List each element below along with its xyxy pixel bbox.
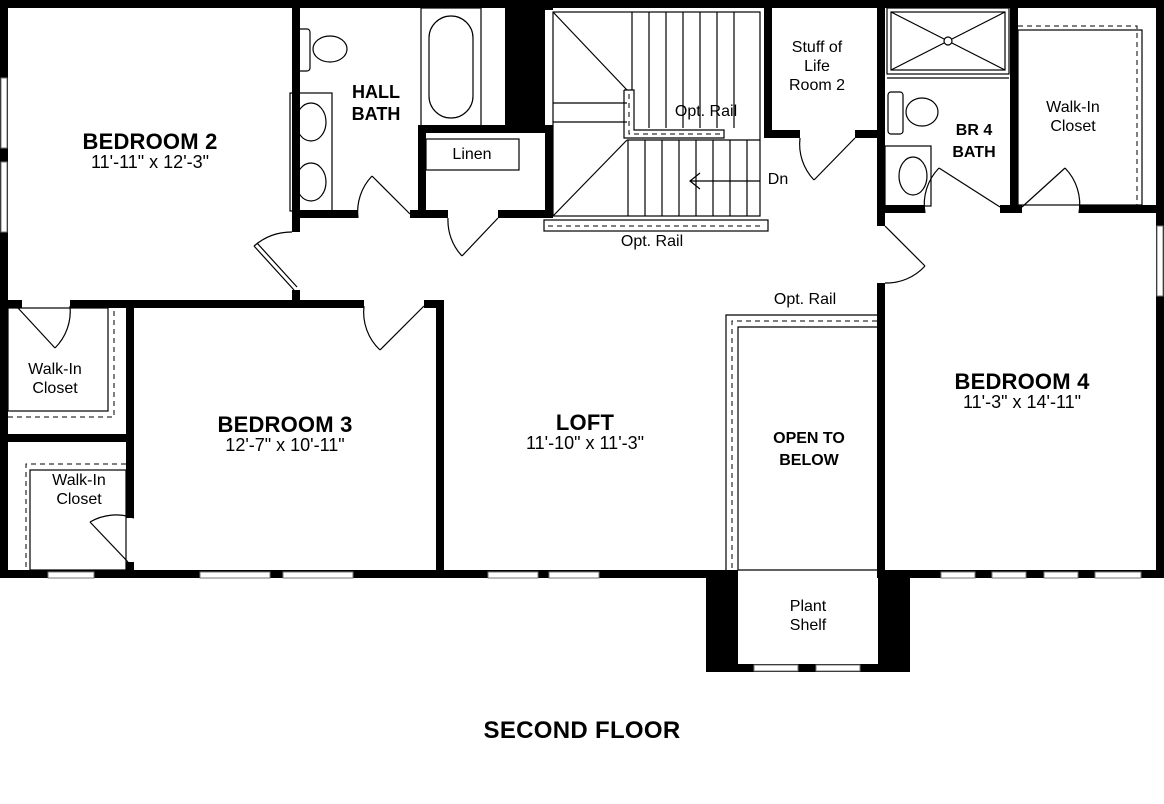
walkin-br3-line2: Closet: [56, 491, 102, 509]
walkin-closet-br2-label: Walk-In Closet: [28, 360, 82, 398]
walkin-closet-br4-label: Walk-In Closet: [1046, 98, 1100, 136]
open-to-below-line1: OPEN TO: [773, 430, 845, 447]
door-swings: [17, 137, 1081, 563]
stair-rail-upper-label: Opt. Rail: [674, 103, 738, 120]
bedroom-4-label: BEDROOM 4 11'-3" x 14'-11": [954, 370, 1089, 412]
br4-bath-line1: BR 4: [955, 122, 993, 139]
bedroom-3-name: BEDROOM 3: [217, 412, 353, 437]
bedroom-3-label: BEDROOM 3 12'-7" x 10'-11": [217, 413, 352, 455]
linen-label: Linen: [452, 146, 492, 163]
walkin-closet-br3-label: Walk-In Closet: [52, 471, 106, 509]
bedroom-2-label: BEDROOM 2 11'-11" x 12'-3": [82, 130, 217, 172]
fixtures: [7, 7, 1143, 571]
exterior-walls: [0, 0, 1164, 672]
walkin-br2-line1: Walk-In: [28, 361, 82, 378]
walkin-br3-line1: Walk-In: [52, 472, 106, 489]
walkin-br4-line1: Walk-In: [1046, 99, 1100, 116]
hall-bath-line2: BATH: [351, 103, 401, 124]
stuff-of-life-line3: Room 2: [788, 77, 846, 95]
loft-dims: 11'-10" x 11'-3": [525, 433, 645, 454]
stuff-of-life-line2: Life: [804, 58, 830, 76]
bedroom-4-name: BEDROOM 4: [954, 369, 1090, 394]
open-to-below-line2: BELOW: [779, 451, 839, 469]
hall-bath-label: HALL BATH: [352, 82, 401, 125]
stair-direction-label: Dn: [767, 171, 789, 188]
bedroom-4-dims: 11'-3" x 14'-11": [962, 392, 1082, 413]
bedroom-2-dims: 11'-11" x 12'-3": [90, 152, 210, 173]
br4-bath-line2: BATH: [952, 143, 996, 161]
br4-bath-label: BR 4 BATH: [952, 120, 995, 163]
walkin-br2-line2: Closet: [32, 380, 78, 398]
bedroom-3-dims: 12'-7" x 10'-11": [225, 435, 345, 456]
loft-rail-label: Opt. Rail: [773, 291, 837, 308]
stuff-of-life-label: Stuff of Life Room 2: [789, 38, 845, 96]
floor-title: SECOND FLOOR: [483, 717, 681, 744]
plant-shelf-line2: Shelf: [789, 617, 827, 635]
stuff-of-life-line1: Stuff of: [791, 39, 843, 56]
loft-label: LOFT 11'-10" x 11'-3": [526, 411, 644, 453]
plant-shelf-label: Plant Shelf: [790, 597, 826, 635]
hall-bath-line1: HALL: [352, 82, 400, 102]
plant-shelf-line1: Plant: [789, 598, 827, 615]
open-to-below-label: OPEN TO BELOW: [773, 428, 845, 471]
walkin-br4-line2: Closet: [1050, 118, 1096, 136]
interior-walls: [0, 0, 1164, 578]
bedroom-2-name: BEDROOM 2: [82, 129, 218, 154]
dashed-rails: [8, 25, 1138, 570]
windows: [0, 77, 1164, 672]
stair-rail-lower-label: Opt. Rail: [620, 233, 684, 250]
loft-name: LOFT: [555, 410, 615, 435]
